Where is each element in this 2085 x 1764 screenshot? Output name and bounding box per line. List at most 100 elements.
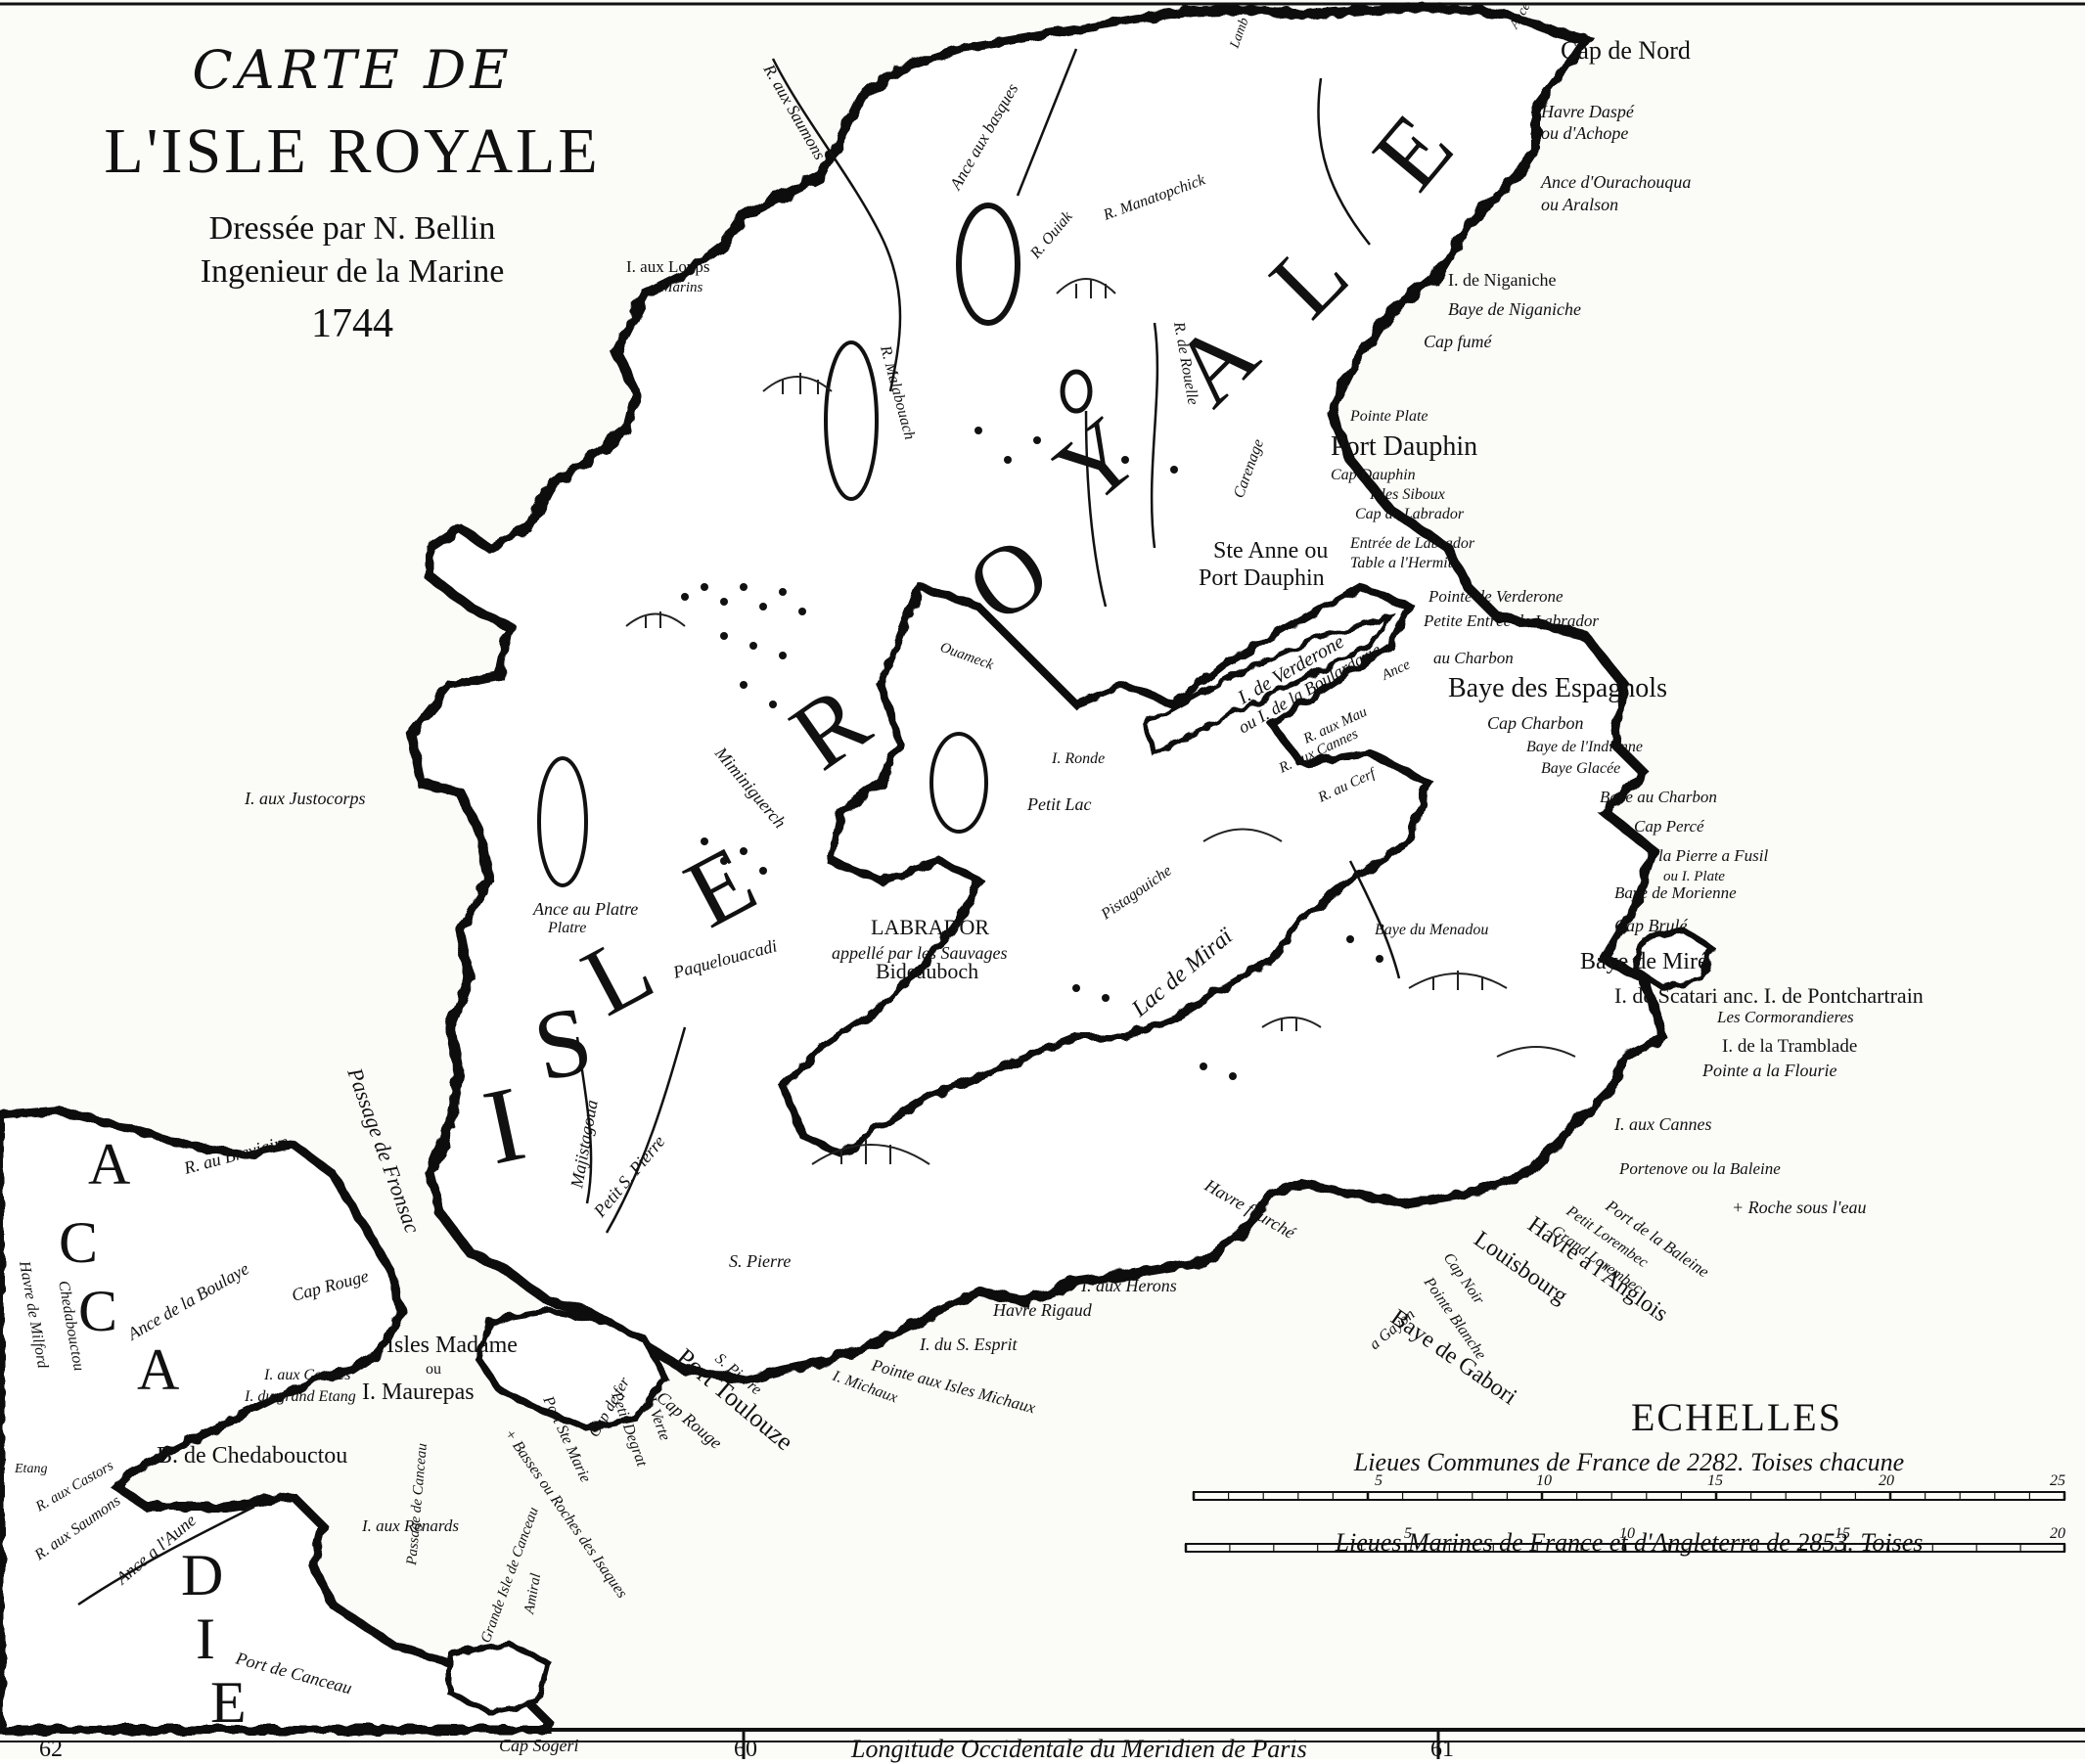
acadie-mainland — [0, 1106, 553, 1735]
acadie-letter: I — [196, 1606, 215, 1671]
label-cap-dauphin: Cap Dauphin — [1331, 467, 1416, 483]
label-i-de-scatari: I. de Scatari anc. I. de Pontchartrain — [1614, 983, 1924, 1008]
acadie-letter: C — [59, 1210, 98, 1275]
label-ou-dachope: ou d'Achope — [1541, 123, 1628, 143]
label-r-aux-saumons-n: R. aux Saumons — [759, 61, 830, 163]
label-i-ronde: I. Ronde — [1051, 750, 1105, 767]
label-table-a-lhermite: Table a l'Hermite — [1350, 555, 1459, 571]
scale-title: ECHELLES — [1631, 1395, 1842, 1439]
label-havre-rigaud: Havre Rigaud — [992, 1300, 1093, 1320]
label-labrador: LABRADOR — [871, 915, 989, 939]
map-title-line2: L'ISLE ROYALE — [104, 115, 601, 187]
label-cap-perce: Cap Percé — [1634, 817, 1705, 836]
scatari-island — [1630, 926, 1716, 992]
acadie-letter: D — [181, 1543, 223, 1607]
label-ou: ou — [426, 1361, 441, 1378]
label-portenove: Portenove ou la Baleine — [1618, 1159, 1781, 1178]
scale1-tick-label: 10 — [1536, 1472, 1552, 1489]
label-i-aux-renards: I. aux Renards — [361, 1516, 459, 1535]
label-baye-des-espagnols: Baye des Espagnols — [1448, 673, 1667, 703]
mountain-hachures — [625, 278, 1576, 1165]
label-petit-lac: Petit Lac — [1026, 794, 1092, 814]
label-i-aux-cannes-w: I. aux Cannes — [263, 1367, 350, 1383]
label-baye-du-menadou: Baye du Menadou — [1375, 922, 1488, 938]
label-roche-sous-leau: + Roche sous l'eau — [1732, 1198, 1866, 1217]
scale1-tick-label: 5 — [1375, 1472, 1382, 1489]
label-havre-daspe: Havre Daspé — [1540, 102, 1635, 121]
label-ste-anne: Ste Anne ou — [1213, 538, 1328, 564]
label-amiral: Amiral — [521, 1572, 544, 1616]
scale2-tick-label: 15 — [1835, 1525, 1850, 1542]
degree-right: 61 — [1430, 1737, 1454, 1759]
label-i-aux-loups-marins: I. aux Loups — [626, 257, 709, 276]
label-bideauboch: Bideauboch — [876, 959, 978, 983]
label-baye-de-morienne: Baye de Morienne — [1614, 883, 1737, 902]
label-b-de-chedabouctou: B. de Chedabouctou — [157, 1443, 347, 1469]
map-year: 1744 — [311, 301, 393, 346]
label-pointe-a-la-flourie: Pointe a la Flourie — [1701, 1061, 1836, 1080]
interior-lakes — [537, 203, 1093, 887]
acadie-letter: E — [210, 1670, 247, 1735]
label-ance-ourachouqua: Ance d'Ourachouqua — [1540, 172, 1691, 192]
label-i-maurepas: I. Maurepas — [362, 1380, 475, 1405]
label-port-dauphin-2: Port Dauphin — [1199, 565, 1325, 591]
label-cap-de-nord: Cap de Nord — [1561, 36, 1691, 65]
scale-bars: 5 10 15 20 25 5 10 15 20 — [1184, 1472, 2066, 1553]
scale-legend: ECHELLES Lieues Communes de France de 22… — [1189, 1394, 2069, 1558]
label-isles-madame: Isles Madame — [386, 1333, 518, 1358]
scale-caption-communes: Lieues Communes de France de 2282. Toise… — [1353, 1448, 1905, 1476]
label-ou-i-plate: ou I. Plate — [1663, 869, 1725, 884]
label-baye-au-charbon: Baye au Charbon — [1600, 788, 1717, 806]
label-baye-glacee: Baye Glacée — [1541, 760, 1620, 777]
label-port-dauphin: Port Dauphin — [1331, 431, 1477, 462]
label-cap-de-labrador: Cap de Labrador — [1355, 506, 1465, 522]
label-platre: Platre — [547, 920, 586, 936]
label-ou-aralson: ou Aralson — [1541, 195, 1618, 214]
label-i-de-niganiche: I. de Niganiche — [1448, 270, 1556, 290]
label-appelle: appellé par les Sauvages — [832, 943, 1007, 963]
rivers — [77, 48, 1401, 1606]
degree-left-a: 62 — [39, 1737, 63, 1759]
isle-madame — [476, 1307, 670, 1432]
label-passage-de-canceau: Passage de Canceau — [404, 1442, 431, 1566]
label-i-aux-justocorps: I. aux Justocorps — [244, 789, 365, 808]
label-i-du-s-esprit: I. du S. Esprit — [919, 1334, 1019, 1354]
label-s-pierre: S. Pierre — [729, 1251, 791, 1271]
map-author-role: Ingenieur de la Marine — [200, 253, 505, 290]
label-pointe-de-verderone: Pointe de Verderone — [1428, 587, 1564, 606]
label-cap-charbon: Cap Charbon — [1487, 713, 1584, 733]
scale2-tick-label: 5 — [1404, 1525, 1412, 1542]
label-marins: Marins — [659, 280, 703, 295]
label-entree-de-labrador: Entrée de Labrador — [1349, 535, 1475, 552]
label-les-cormorandieres: Les Cormorandieres — [1716, 1008, 1854, 1026]
label-baye-de-niganiche: Baye de Niganiche — [1448, 299, 1581, 319]
acadie-letter: A — [88, 1132, 130, 1197]
label-pointe-aux-isles-michaux: Pointe aux Isles Michaux — [869, 1355, 1038, 1417]
label-pointe-plate: Pointe Plate — [1349, 408, 1428, 425]
label-cap-brule: Cap Brulé — [1614, 916, 1689, 935]
boularderie-island — [1141, 611, 1395, 757]
scale1-tick-label: 15 — [1707, 1472, 1723, 1489]
scale1-tick-label: 20 — [1879, 1472, 1894, 1489]
label-etang: Etang — [14, 1462, 47, 1476]
label-i-aux-cannes-east: I. aux Cannes — [1613, 1114, 1711, 1134]
scale2-tick-label: 10 — [1619, 1525, 1635, 1542]
label-cap-sogeri: Cap Sogeri — [499, 1736, 579, 1755]
degree-left-b: 60 — [734, 1737, 757, 1759]
title-cartouche: CARTE DE L'ISLE ROYALE Dressée par N. Be… — [59, 39, 646, 347]
map-title-line1: CARTE DE — [192, 39, 513, 101]
label-isles-siboux: Isles Siboux — [1369, 486, 1445, 503]
acadie-letter: A — [137, 1337, 179, 1402]
scale-caption-marines: Lieues Marines de France et d'Angleterre… — [1335, 1528, 1924, 1557]
scale1-tick-label: 25 — [2050, 1472, 2065, 1489]
label-baye-de-lindienne: Baye de l'Indienne — [1526, 739, 1643, 755]
label-la-pierre-a-fusil: la Pierre a Fusil — [1658, 846, 1768, 865]
label-au-charbon: au Charbon — [1433, 649, 1514, 667]
label-ance-au-platre: Ance au Platre — [532, 899, 638, 919]
label-baye-de-mire: Baye de Miré — [1580, 949, 1708, 974]
label-i-aux-herons: I. aux Herons — [1080, 1276, 1177, 1295]
map-author: Dressée par N. Bellin — [208, 210, 496, 247]
scale-ticks — [1184, 1492, 2066, 1552]
